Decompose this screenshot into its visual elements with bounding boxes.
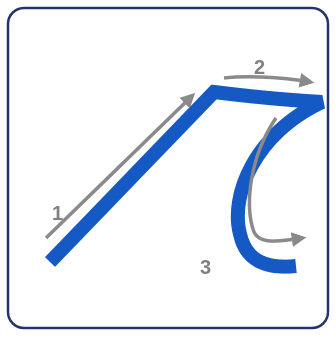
stroke-order-diagram (6, 6, 330, 330)
stroke-2-label: 2 (254, 58, 265, 78)
stroke-1-label: 1 (52, 204, 63, 224)
card-frame (8, 8, 328, 328)
stroke-3-label: 3 (200, 258, 211, 278)
stroke-order-card: 1 2 3 (6, 6, 330, 330)
